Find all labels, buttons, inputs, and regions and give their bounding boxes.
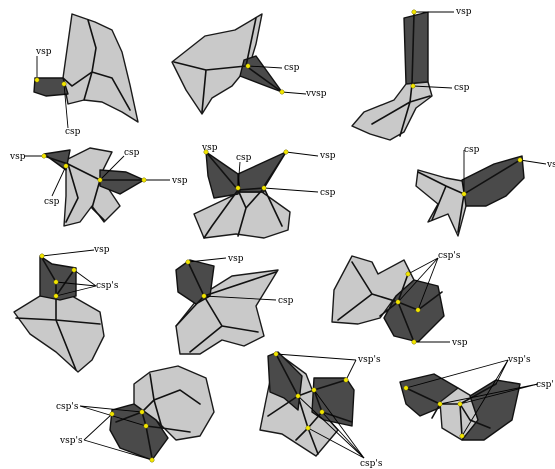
panel-7-label-vsp: vsp — [93, 245, 110, 255]
panel-11-label-csp-s: csp's — [360, 459, 383, 469]
panel-3-light-region — [352, 82, 432, 140]
panel-4-label-vsp-left: vsp — [9, 152, 26, 162]
panel-4: vsp vsp csp csp — [9, 148, 188, 226]
panel-12-point-csp-b — [458, 402, 462, 406]
panel-6-label-vs: vs — [546, 160, 555, 170]
panel-1-label-vsp: vsp — [35, 47, 52, 57]
panel-5-leader-vsp-right — [286, 152, 318, 156]
panel-5-label-vsp-right: vsp — [319, 151, 336, 161]
panel-10-point-csp-a — [140, 410, 144, 414]
panel-2-leader-vvsp — [282, 92, 306, 94]
panel-5-label-vsp-left: vsp — [201, 143, 218, 153]
panel-12-label-vsp-s: vsp's — [507, 355, 531, 365]
panel-6-point-vs — [518, 158, 522, 162]
panel-5: vsp csp vsp csp — [194, 143, 336, 238]
panel-12: vsp's csp' — [400, 355, 554, 440]
panel-5-point-csp-right — [262, 186, 266, 190]
panel-3-point-vsp — [412, 10, 416, 14]
panel-3-label-csp: csp — [454, 83, 470, 93]
panel-10-leader-vsp-s-a — [84, 414, 112, 440]
panel-2: csp vvsp — [172, 14, 327, 114]
panel-11-point-csp-b — [312, 388, 316, 392]
panel-7-leader-csp-s-a — [74, 270, 96, 286]
panel-5-point-vsp-right — [284, 150, 288, 154]
panel-11: vsp's csp's — [260, 352, 383, 469]
panel-1: vsp csp — [34, 14, 138, 137]
panel-8-point-vsp — [186, 260, 190, 264]
panel-3-point-csp — [411, 84, 415, 88]
panel-5-label-csp-right: csp — [320, 188, 336, 198]
panel-7: vsp csp's — [14, 245, 119, 372]
panel-4-leader-csp-bottom — [52, 166, 66, 196]
panel-7-light-region — [14, 296, 104, 372]
panel-2-point-vvsp — [280, 90, 284, 94]
panel-3: vsp csp — [352, 7, 472, 140]
panel-6-label-csp: csp — [464, 145, 480, 155]
panel-12-point-csp-a — [438, 402, 442, 406]
panel-10-point-vsp-b — [150, 458, 154, 462]
panel-11-point-csp-c — [320, 410, 324, 414]
panel-2-point-csp — [246, 64, 250, 68]
panel-9-leader-csp-s-a — [408, 258, 438, 274]
panel-4-point-vsp-right — [142, 178, 146, 182]
panel-11-label-vsp-s: vsp's — [357, 355, 381, 365]
panel-3-label-vsp: vsp — [455, 7, 472, 17]
panel-4-label-csp-bottom: csp — [44, 197, 60, 207]
panel-8: vsp csp — [176, 254, 294, 354]
panel-8-dark-region — [176, 260, 214, 304]
panel-7-point-csp-b — [54, 280, 58, 284]
panel-9-point-csp-b — [396, 300, 400, 304]
panel-7-label-csp-s: csp's — [96, 281, 119, 291]
panel-12-point-vsp-a — [404, 386, 408, 390]
panel-11-leader-vsp-s-a — [276, 354, 356, 360]
panel-9-label-csp-s: csp's — [438, 251, 461, 261]
panel-8-label-csp: csp — [278, 296, 294, 306]
panel-5-label-csp-top: csp — [236, 153, 252, 163]
panel-12-point-vsp-b — [460, 434, 464, 438]
panel-9-label-vsp: vsp — [451, 338, 468, 348]
panel-11-leader-vsp-s-b — [346, 360, 356, 380]
panel-7-point-csp-a — [72, 268, 76, 272]
panel-9: csp's vsp — [332, 251, 468, 348]
panel-6-light-region — [416, 170, 468, 236]
panel-10: csp's vsp's — [56, 366, 214, 462]
panel-5-leader-csp-right — [264, 188, 318, 192]
panel-1-label-csp: csp — [65, 127, 81, 137]
panel-9-point-csp-c — [416, 308, 420, 312]
panel-9-point-vsp — [412, 340, 416, 344]
panel-4-label-vsp-right: vsp — [171, 176, 188, 186]
panel-7-leader-vsp — [42, 250, 94, 256]
panel-4-point-vsp-left — [42, 154, 46, 158]
panel-1-point-vsp — [35, 78, 39, 82]
panel-8-label-vsp: vsp — [227, 254, 244, 264]
panel-2-label-vvsp: vvsp — [305, 89, 327, 99]
panel-6: csp vs — [416, 145, 555, 236]
panel-7-point-csp-c — [54, 294, 58, 298]
panel-4-point-csp-left — [64, 164, 68, 168]
panel-10-label-csp-s: csp's — [56, 402, 79, 412]
panel-11-point-csp-a — [296, 394, 300, 398]
panel-7-point-vsp — [40, 254, 44, 258]
panel-11-point-vsp-a — [274, 352, 278, 356]
panel-10-point-csp-b — [144, 424, 148, 428]
panel-4-point-csp-right — [98, 178, 102, 182]
panel-9-point-csp-a — [406, 272, 410, 276]
panel-6-leader-vs — [520, 160, 546, 164]
panel-4-label-csp-top: csp — [124, 148, 140, 158]
panel-2-label-csp: csp — [284, 63, 300, 73]
panel-10-point-vsp-a — [110, 412, 114, 416]
panel-12-label-csp-s: csp' — [536, 380, 554, 390]
panel-3-dark-region — [404, 12, 428, 84]
panel-5-point-csp-left — [236, 186, 240, 190]
panel-10-label-vsp-s: vsp's — [59, 436, 83, 446]
panel-1-point-csp — [62, 82, 66, 86]
panel-11-point-vsp-b — [344, 378, 348, 382]
panel-8-point-csp — [202, 294, 206, 298]
panel-6-point-csp — [462, 192, 466, 196]
panel-11-point-csp-d — [306, 426, 310, 430]
panel-8-leader-vsp — [188, 258, 226, 262]
